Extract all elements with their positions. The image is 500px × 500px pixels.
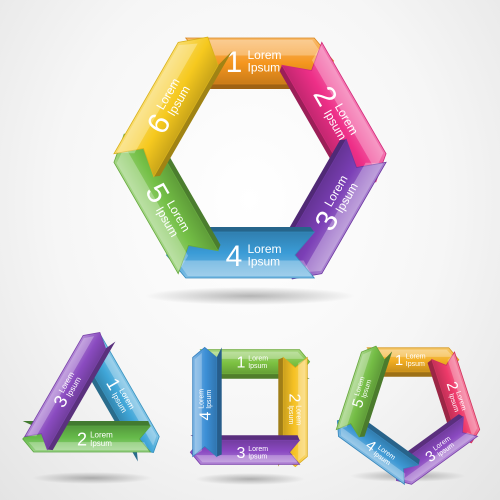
- triangle-step-3-arrow: [23, 332, 107, 451]
- pentagon-step-5-sheen: [338, 350, 372, 429]
- hexagon-step-1-label-line-2: Ipsum: [248, 61, 281, 75]
- square-step-2-label-line-2: Ipsum: [287, 405, 294, 424]
- hexagon-step-4-label-line-2: Ipsum: [248, 255, 281, 269]
- square-step-1-number: 1: [237, 354, 246, 371]
- square-step-4-arrow: [192, 346, 218, 458]
- hexagon-step-6-arrow: [113, 36, 219, 178]
- triangle-step-2-label-line-1: Lorem: [90, 431, 113, 440]
- pentagon-step-1-number: 1: [395, 352, 403, 369]
- hexagon-shadow: [145, 287, 355, 305]
- square-step-3-label-line-1: Lorem: [248, 446, 268, 453]
- pentagon-step-5-depth: [359, 351, 393, 437]
- hexagon-step-1-sheen: [187, 40, 323, 56]
- square-step-2-sheen: [298, 359, 306, 462]
- triangle-step-2-sheen: [28, 442, 149, 450]
- hexagon-step-1-label-line-1: Lorem: [248, 48, 282, 62]
- hexagon-step-3-sheen: [302, 162, 384, 273]
- square-step-4-sheen: [194, 352, 202, 455]
- pentagon-step-1-label-line-1: Lorem: [406, 354, 426, 361]
- hexagon-step-6-sheen: [116, 43, 198, 154]
- square-step-4-label-line-2: Ipsum: [206, 390, 213, 409]
- square-step-1-label-line-2: Ipsum: [248, 363, 267, 370]
- square-step-1-label-line-1: Lorem: [248, 356, 268, 363]
- square-step-4-number: 4: [197, 411, 214, 420]
- pentagon-step-3-sheen: [402, 432, 475, 482]
- pentagon-step-5-arrow: [335, 345, 385, 438]
- triangle-step-2-label-line-2: Ipsum: [90, 439, 112, 448]
- triangle-step-3-sheen: [27, 336, 95, 437]
- pentagon-step-4-sheen: [340, 426, 406, 482]
- square-step-3-number: 3: [237, 445, 246, 462]
- square-step-4-label-line-1: Lorem: [199, 389, 206, 409]
- hexagon-step-2-sheen: [311, 45, 384, 170]
- square-step-3-label-line-2: Ipsum: [248, 453, 267, 460]
- hexagon-step-4-label-line-1: Lorem: [248, 242, 282, 256]
- hexagon-step-4-number: 4: [226, 240, 243, 273]
- square-step-2-number: 2: [286, 394, 303, 403]
- square-step-2-label-line-1: Lorem: [294, 405, 301, 425]
- square-step-4-depth: [216, 347, 222, 457]
- hexagon-step-1-number: 1: [226, 46, 243, 79]
- triangle-shadow: [32, 472, 152, 484]
- hexagon-step-6-depth: [153, 51, 233, 177]
- triangle-step-3-depth: [47, 341, 116, 451]
- pentagon-step-2-sheen: [447, 354, 478, 437]
- stock-id-watermark: © Fotolia #50472996: [0, 332, 2, 421]
- hexagon-step-5-sheen: [116, 146, 189, 271]
- triangle-step-1-sheen: [95, 338, 157, 446]
- pentagon-step-1-label-line-2: Ipsum: [406, 361, 425, 368]
- hexagon-step-4-sheen: [177, 260, 313, 276]
- square-step-3-sheen: [195, 455, 298, 463]
- triangle-step-2-number: 2: [77, 429, 87, 449]
- square-step-1-sheen: [202, 351, 305, 359]
- square-shadow: [195, 473, 305, 485]
